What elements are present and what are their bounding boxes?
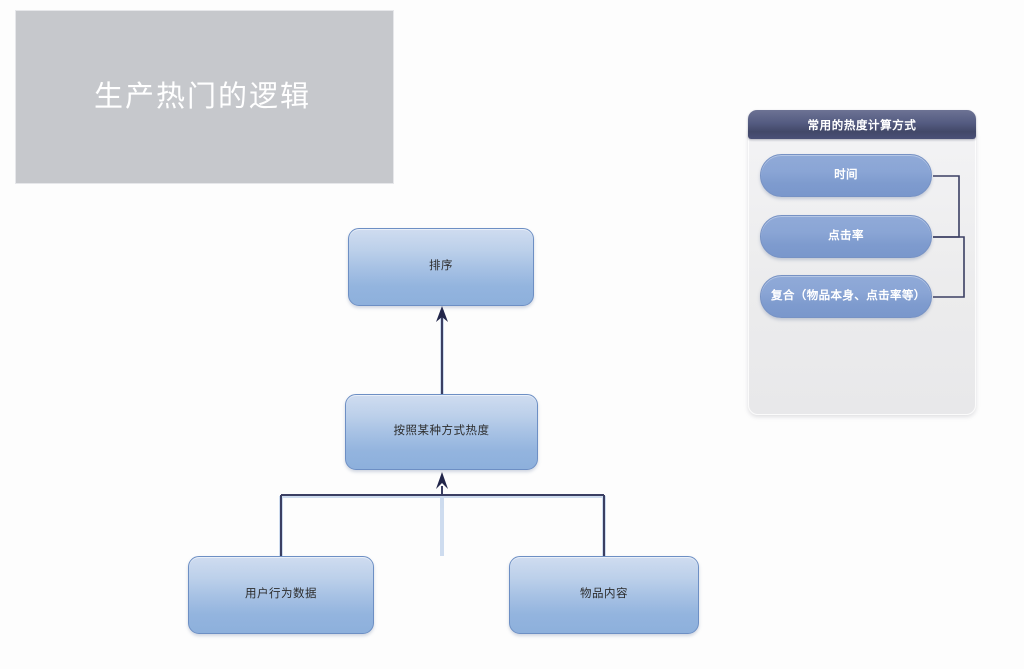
arrowhead-to-heat	[436, 472, 448, 489]
node-sort-label: 排序	[429, 260, 453, 273]
node-user-behavior-data-label: 用户行为数据	[245, 588, 317, 601]
panel-item-time-label: 时间	[834, 168, 858, 181]
panel-item-composite[interactable]: 复合（物品本身、点击率等）	[760, 275, 932, 318]
page-title: 生产热门的逻辑	[94, 80, 312, 113]
node-item-content[interactable]: 物品内容	[509, 556, 699, 634]
node-user-behavior-data[interactable]: 用户行为数据	[188, 556, 374, 634]
panel-item-click-rate[interactable]: 点击率	[760, 215, 932, 258]
node-heat-method[interactable]: 按照某种方式热度	[345, 394, 538, 470]
arrowhead-to-sort	[436, 306, 448, 322]
title-block: 生产热门的逻辑	[16, 11, 393, 183]
heat-calculation-panel: 常用的热度计算方式 时间 点击率 复合（物品本身、点击率等）	[748, 110, 976, 415]
panel-header-title: 常用的热度计算方式	[807, 119, 917, 132]
panel-item-click-rate-label: 点击率	[828, 229, 864, 242]
panel-item-time[interactable]: 时间	[760, 154, 932, 197]
node-sort[interactable]: 排序	[348, 228, 534, 306]
panel-item-composite-label: 复合（物品本身、点击率等）	[771, 289, 926, 302]
node-item-content-label: 物品内容	[580, 588, 628, 601]
panel-header: 常用的热度计算方式	[748, 110, 976, 139]
node-heat-method-label: 按照某种方式热度	[393, 425, 490, 438]
